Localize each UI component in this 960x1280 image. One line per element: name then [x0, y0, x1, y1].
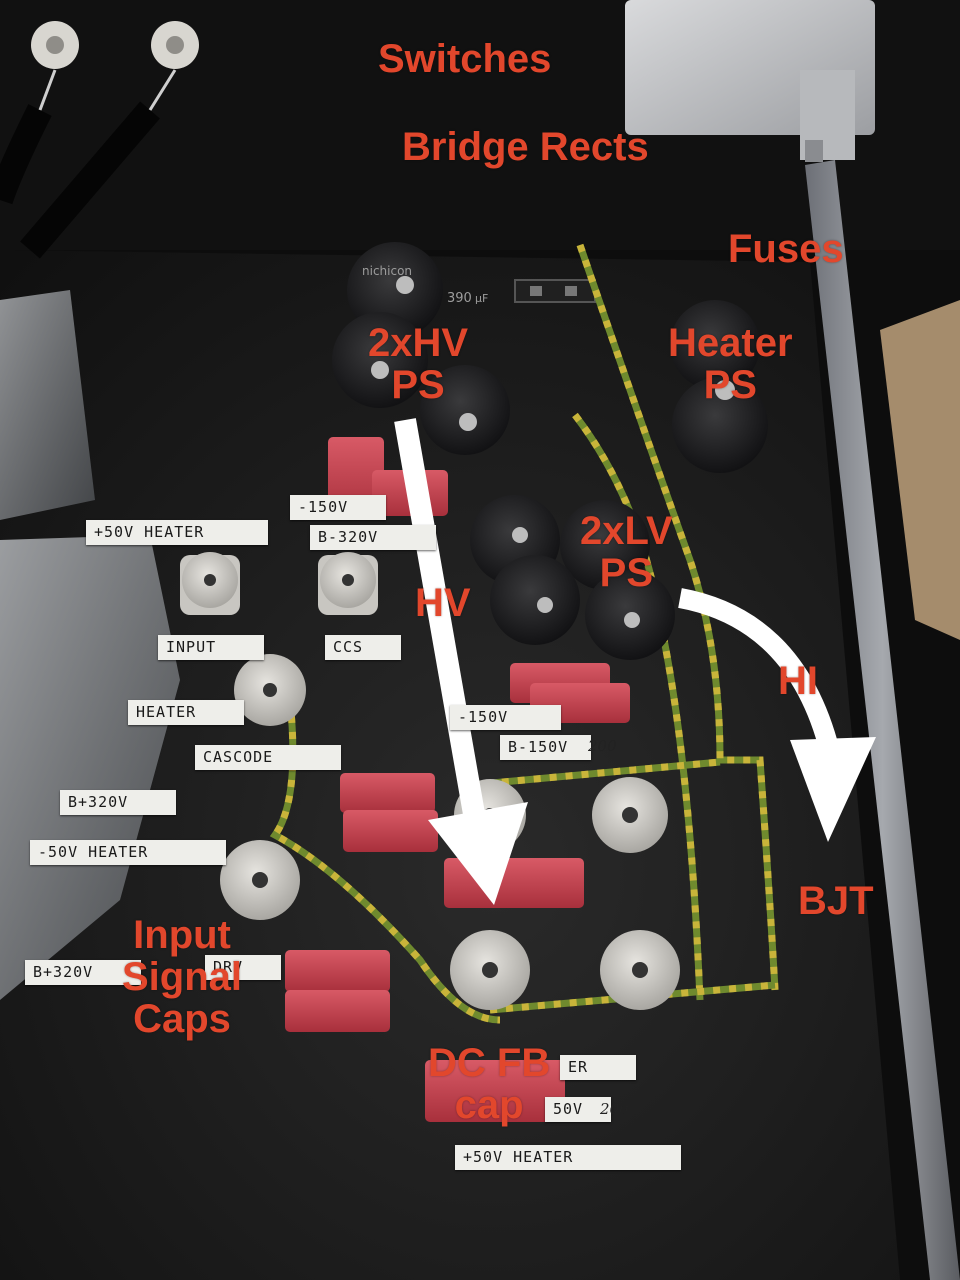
metal-rail: [805, 160, 960, 1280]
tape-label-plus50-heater-top: +50V HEATER: [86, 520, 268, 545]
tape-label-ccs: CCS: [325, 635, 401, 660]
tape-label-b-plus320-a: B+320V: [60, 790, 176, 815]
hi-arrow: [678, 588, 876, 842]
tape-label-minus150: -150V: [290, 495, 386, 520]
tape-label-b-minus150: B-150V: [500, 735, 591, 760]
annotation-lv-ps-line1: 2xLV: [580, 509, 673, 553]
tube-socket: [220, 840, 300, 920]
annotation-lv-ps: 2xLV PS: [580, 510, 673, 594]
handwritten-200-a: 200: [588, 737, 617, 755]
annotation-input-signal-caps-line3: Caps: [133, 997, 231, 1041]
tape-label-50v: 50V: [545, 1097, 611, 1122]
annotation-hv-ps: 2xHV PS: [368, 322, 468, 406]
tape-label-input: INPUT: [158, 635, 264, 660]
plastic-bag-upper: [0, 290, 95, 520]
annotation-input-signal-caps-line2: Signal: [122, 955, 243, 999]
switch-cables: [0, 21, 199, 259]
fuse-holder: [514, 279, 596, 303]
tube-socket: [592, 777, 668, 853]
tape-label-drv: DRV: [205, 955, 281, 980]
annotation-input-signal-caps: Input Signal Caps: [122, 914, 242, 1040]
handwritten-200-b: 200: [600, 1100, 629, 1118]
heater-wiring: [269, 243, 779, 1024]
annotation-hi: HI: [778, 659, 818, 703]
tape-label-cascode: CASCODE: [195, 745, 341, 770]
tape-label-er: ER: [560, 1055, 636, 1080]
tube-sockets: [180, 552, 680, 1010]
tube-socket: [600, 930, 680, 1010]
annotation-lv-ps-line2: PS: [599, 551, 653, 595]
annotation-hv: HV: [415, 581, 471, 625]
annotation-heater-ps-line1: Heater: [668, 321, 793, 365]
tape-label-b-minus320: B-320V: [310, 525, 436, 550]
annotation-hv-ps-line1: 2xHV: [368, 321, 469, 365]
film-capacitors: [285, 437, 630, 1122]
film-cap: [285, 990, 390, 1032]
tape-label-minus150-right: -150V: [450, 705, 561, 730]
hv-capacitors: [332, 242, 510, 455]
cap-unit-label: μF: [475, 292, 488, 305]
lv-capacitors: [470, 495, 675, 660]
annotation-input-signal-caps-line1: Input: [133, 913, 231, 957]
cap-value-label: 390: [447, 291, 472, 306]
wood-shelf: [880, 300, 960, 640]
tube-socket: [450, 930, 530, 1010]
tape-label-b-plus320-b: B+320V: [25, 960, 141, 985]
annotation-dc-fb-cap-line1: DC FB: [428, 1041, 551, 1085]
switch-box: [625, 0, 875, 162]
film-cap: [285, 950, 390, 992]
annotation-bjt: BJT: [798, 879, 874, 923]
heater-capacitors: [670, 300, 768, 473]
film-cap: [343, 810, 438, 852]
tape-label-plus50-heater-bottom: +50V HEATER: [455, 1145, 681, 1170]
annotation-hv-ps-line2: PS: [391, 363, 445, 407]
film-cap: [425, 1060, 565, 1122]
annotation-switches: Switches: [378, 37, 552, 81]
tape-label-heater: HEATER: [128, 700, 244, 725]
cap-brand-label: nichicon: [362, 264, 412, 278]
film-cap: [340, 773, 435, 813]
tube-socket: [180, 552, 240, 615]
annotation-heater-ps-line2: PS: [703, 363, 757, 407]
plastic-bag-lower: [0, 535, 180, 1000]
annotation-heater-ps: Heater PS: [668, 322, 793, 406]
annotation-fuses: Fuses: [728, 227, 844, 271]
annotation-dc-fb-cap-line2: cap: [454, 1083, 524, 1127]
hv-arrow: [394, 418, 528, 905]
tape-label-minus50-heater: -50V HEATER: [30, 840, 226, 865]
tube-socket: [318, 552, 378, 615]
annotation-dc-fb-cap: DC FB cap: [428, 1042, 550, 1126]
annotation-bridge-rects: Bridge Rects: [402, 125, 649, 169]
tube-socket: [234, 654, 306, 726]
